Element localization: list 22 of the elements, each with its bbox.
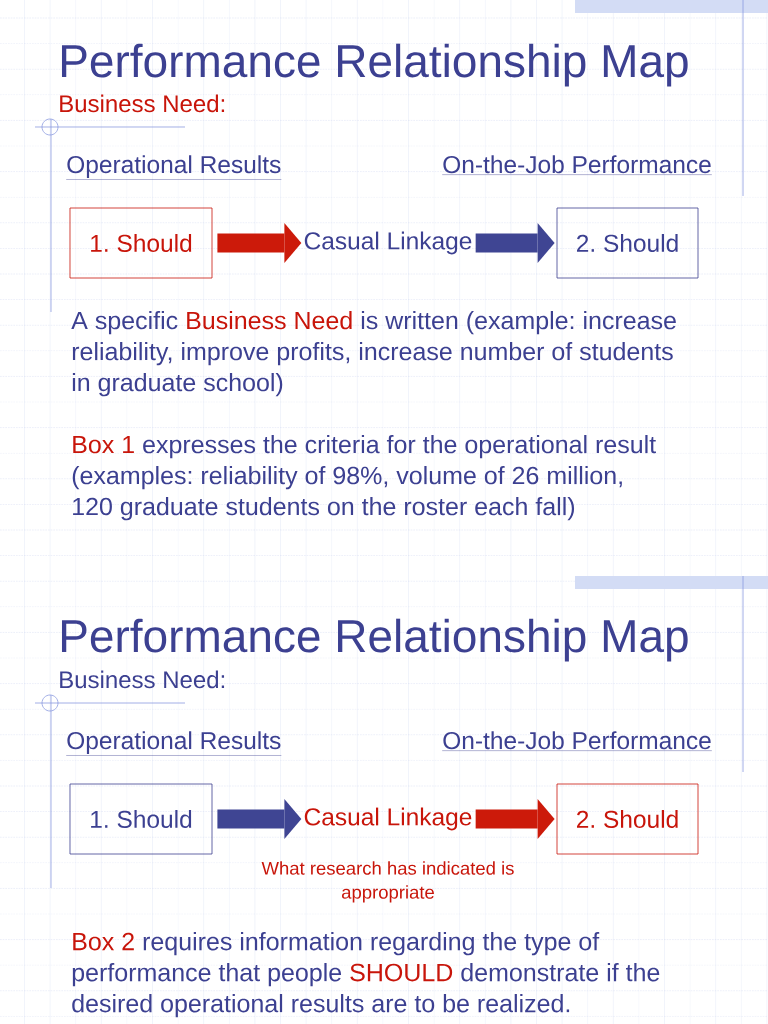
process-box: 2. Should <box>556 207 699 279</box>
note-text: What research has indicated is appropriate <box>261 861 514 903</box>
slide-title: Performance Relationship Map <box>62 618 688 662</box>
slide-title: Performance Relationship Map <box>62 43 688 87</box>
process-box: 1. Should <box>69 783 213 855</box>
paragraph: Box 1 expresses the criteria for the operational result (examples: reliability of 98%, volume of 26 million, 120 graduate students on the roster each fall) <box>72 435 656 521</box>
subheading: Business Need: <box>60 94 225 113</box>
column-heading: On-the-Job Performance <box>442 731 713 751</box>
column-heading: Operational Results <box>66 155 282 180</box>
paragraph: Box 2 requires information regarding the type of performance that people SHOULD demonstrate if the desired operational results are to be realized. <box>72 932 660 1018</box>
block-arrow <box>217 223 302 263</box>
process-box: 2. Should <box>556 783 699 855</box>
column-heading: On-the-Job Performance <box>442 155 713 175</box>
block-arrow <box>475 799 555 839</box>
column-heading: Operational Results <box>66 731 282 756</box>
block-arrow <box>217 799 302 839</box>
linkage-text: Casual Linkage <box>304 807 472 831</box>
block-arrow <box>475 223 555 263</box>
linkage-text: Casual Linkage <box>304 231 472 255</box>
subheading: Business Need: <box>60 670 225 689</box>
paragraph: A specific Business Need is written (example: increase reliability, improve profits, increase number of students in graduate school) <box>71 311 676 397</box>
process-box: 1. Should <box>69 207 213 279</box>
